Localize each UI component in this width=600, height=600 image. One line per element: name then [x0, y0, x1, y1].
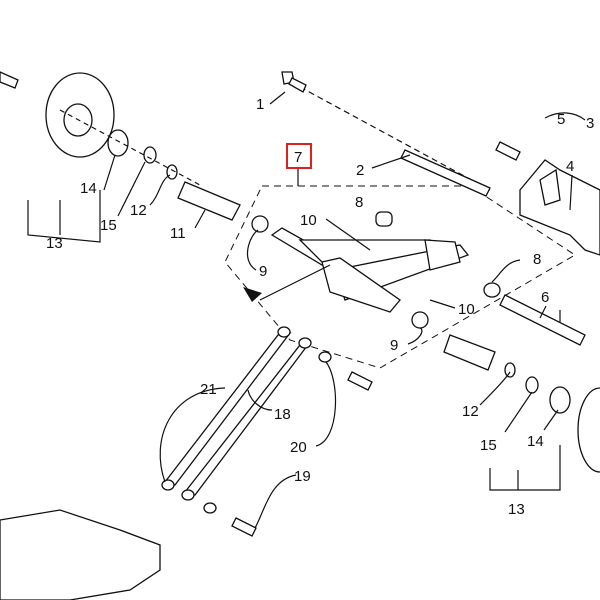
bolt-5 — [495, 141, 521, 161]
callout-18: 18 — [274, 406, 291, 423]
swing-arm-7 — [270, 227, 470, 313]
callout-9-right: 9 — [390, 337, 398, 354]
wheel-right-13 — [504, 362, 600, 473]
callout-7-highlight — [286, 143, 312, 169]
bushing-9-right — [411, 311, 429, 329]
callout-19: 19 — [294, 468, 311, 485]
arrow-marker — [243, 287, 262, 302]
callout-12-right: 12 — [462, 403, 479, 420]
callout-8-upper: 8 — [355, 194, 363, 211]
bolt-top-left — [0, 71, 19, 89]
callout-2: 2 — [356, 162, 364, 179]
bolt-1 — [281, 71, 307, 93]
frame-bottom-left — [0, 509, 161, 600]
link-rods-18-21 — [161, 326, 373, 537]
bracket-3 — [519, 159, 600, 256]
callout-3: 3 — [586, 115, 594, 132]
callout-14-right: 14 — [527, 433, 544, 450]
bushing-9-left — [251, 215, 269, 233]
callout-6: 6 — [541, 289, 549, 306]
callout-14-left: 14 — [80, 180, 97, 197]
callout-4: 4 — [566, 158, 574, 175]
bushing-8-right — [483, 282, 501, 298]
callout-7: 7 — [294, 149, 302, 166]
callout-15-left: 15 — [100, 217, 117, 234]
callout-13-right: 13 — [508, 501, 525, 518]
callout-8-right: 8 — [533, 251, 541, 268]
leader-lines — [27, 91, 586, 529]
shaft-2 — [299, 86, 491, 197]
callout-1: 1 — [256, 96, 264, 113]
spacer-11 — [177, 181, 241, 221]
callout-5: 5 — [557, 111, 565, 128]
callout-21: 21 — [200, 381, 217, 398]
callout-12-left: 12 — [130, 202, 147, 219]
callout-13-left: 13 — [46, 235, 63, 252]
callout-10-upper: 10 — [300, 212, 317, 229]
wheel-left-13 — [45, 72, 201, 186]
callout-10-right: 10 — [458, 301, 475, 318]
callout-9-left: 9 — [259, 263, 267, 280]
spacer-right — [443, 334, 496, 371]
callout-20: 20 — [290, 439, 307, 456]
callout-15-right: 15 — [480, 437, 497, 454]
shaft-6 — [499, 294, 586, 346]
bushing-8-upper — [375, 211, 393, 227]
callout-11: 11 — [170, 225, 186, 242]
